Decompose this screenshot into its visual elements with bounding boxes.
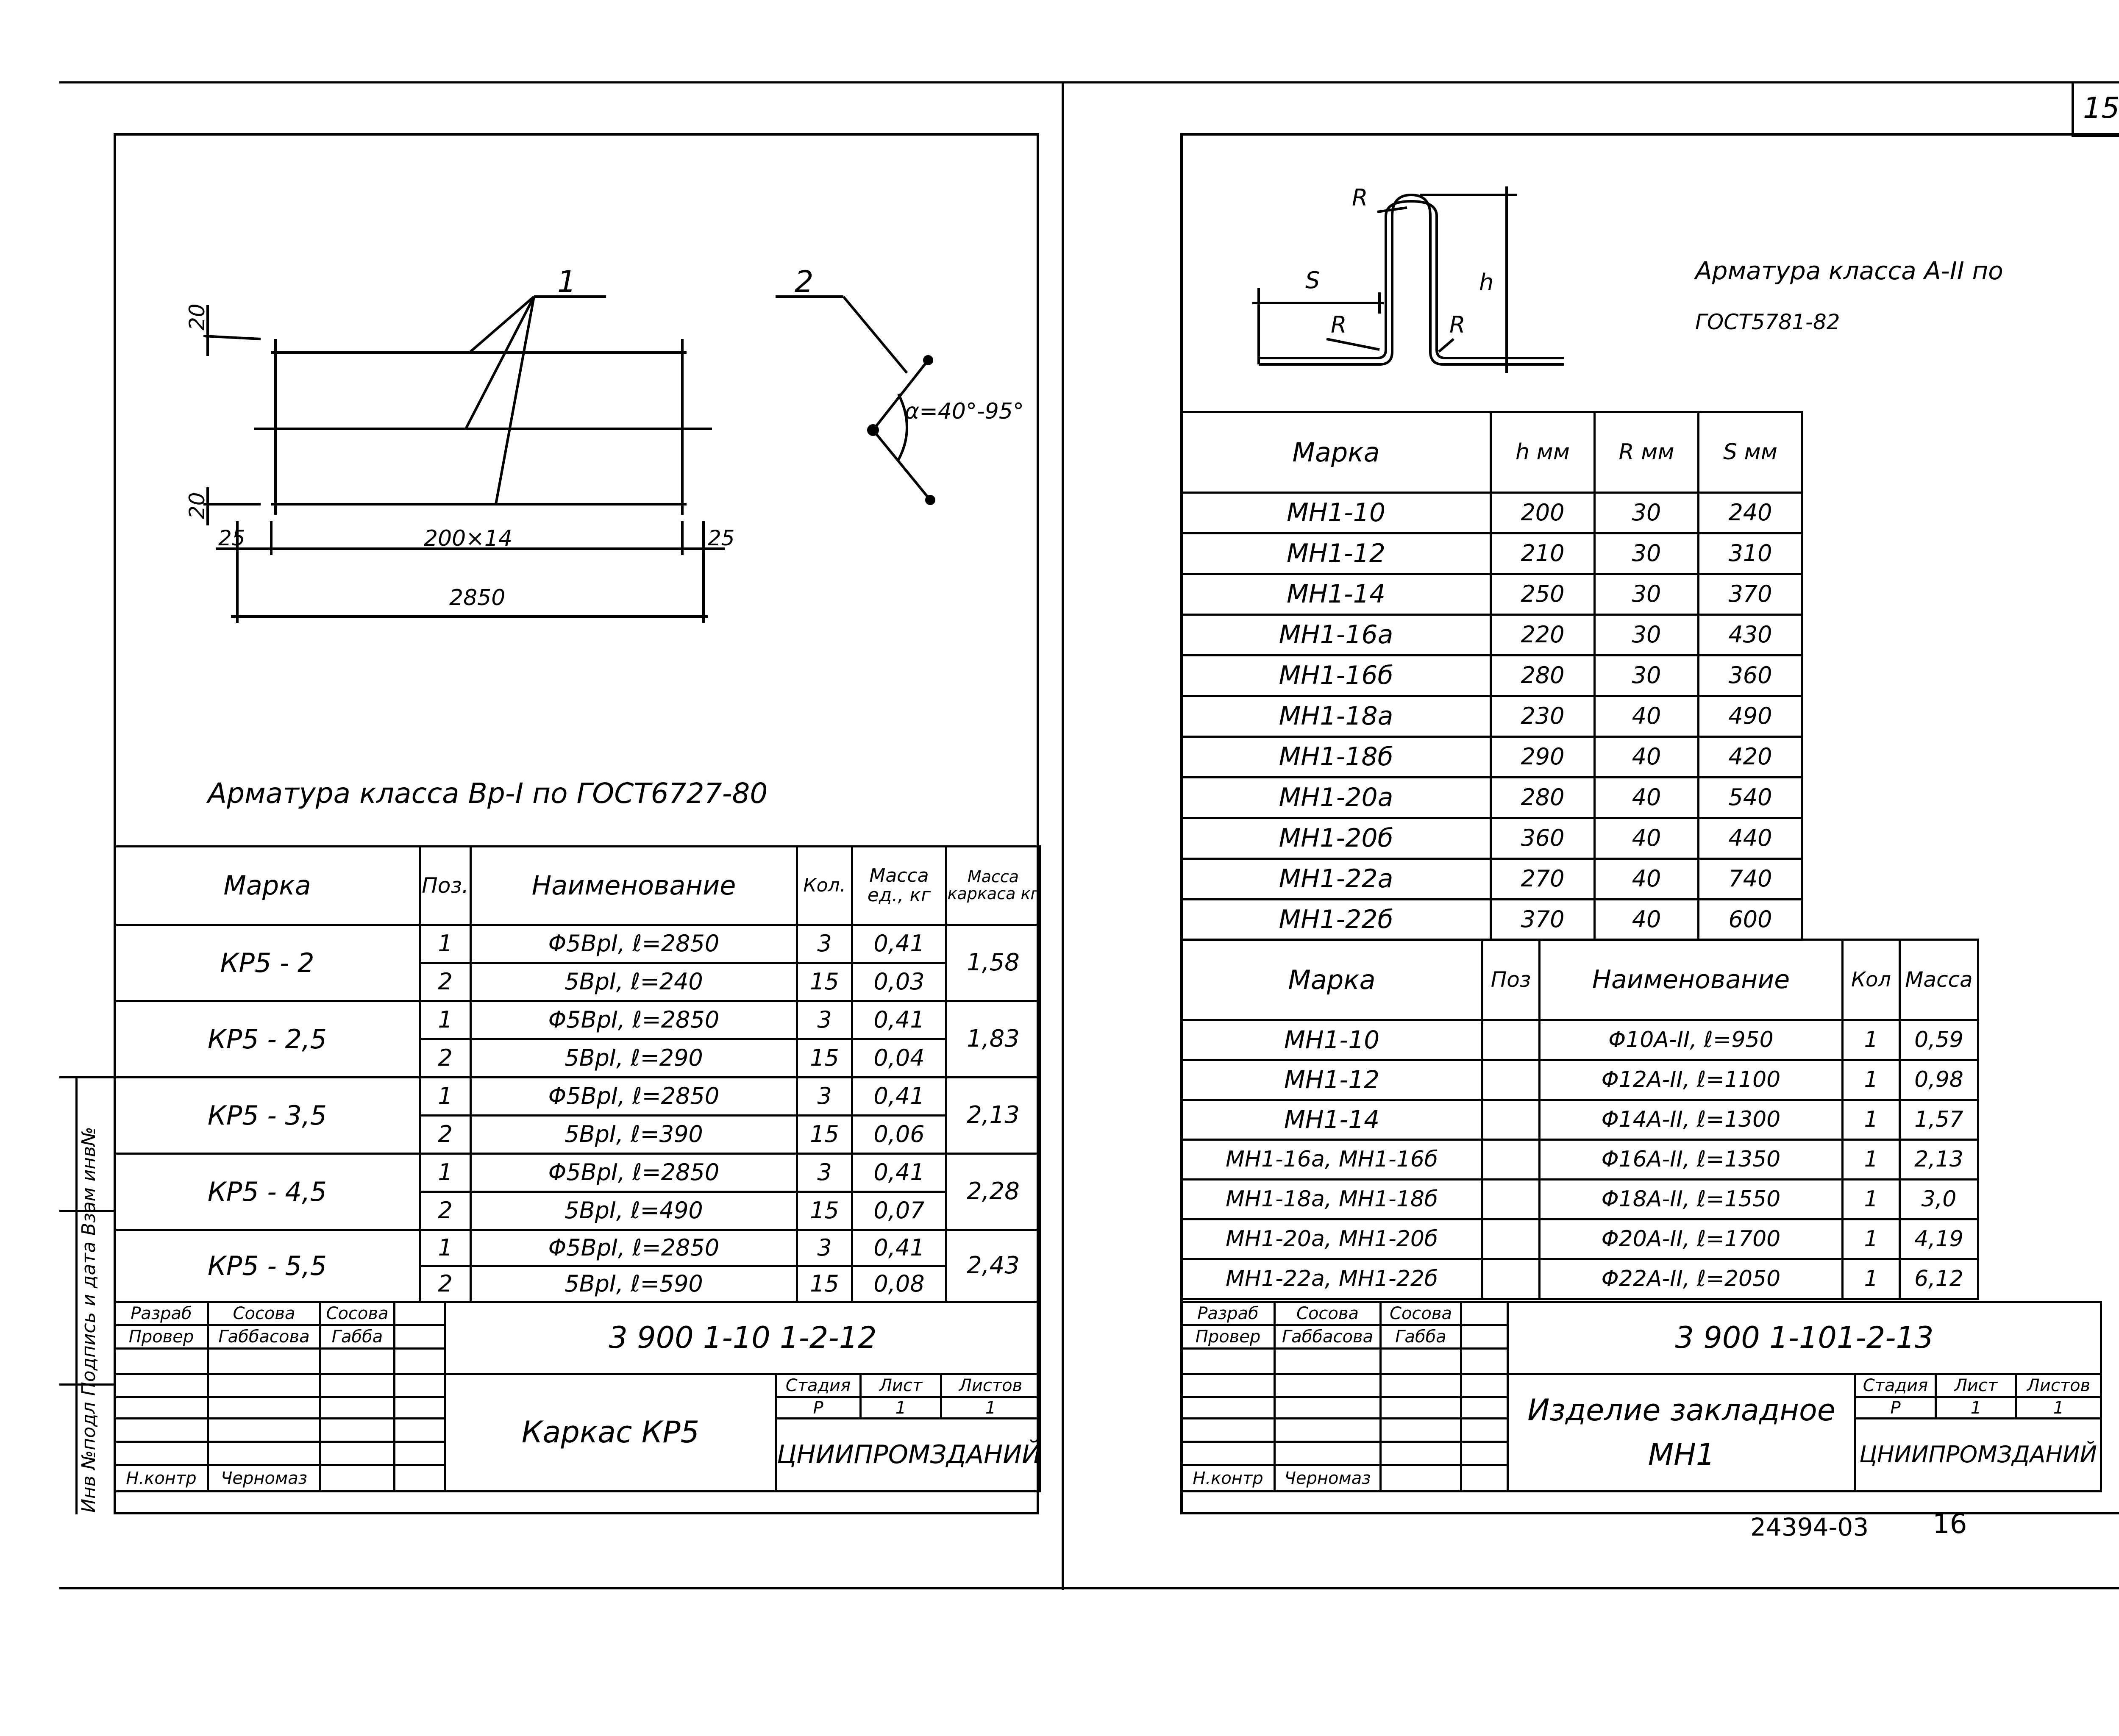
left-spec-table: Марка Поз. Наименование Кол. Масса ед., …: [114, 845, 1041, 1303]
page-number-box-left: [2072, 81, 2074, 136]
left-strip-h1: [59, 1076, 116, 1078]
angle-arc: [897, 393, 908, 461]
r-leader-top: [1377, 206, 1407, 213]
left-sheet-frame: [114, 133, 1039, 1514]
label-R-right: R: [1449, 311, 1466, 338]
table-row: КР5 - 2,5: [114, 1000, 421, 1078]
angle-label: α=40°-95°: [905, 399, 1024, 424]
lh-qty: Кол.: [796, 845, 853, 926]
r-leader-right: [1438, 338, 1454, 353]
leader-1c: [495, 296, 535, 505]
lh-total: Масса каркаса кг: [945, 845, 1041, 926]
left-doc-title: Каркас КР5: [444, 1373, 777, 1492]
left-strip-h2: [59, 1210, 116, 1212]
dim-mid: 200×14: [424, 526, 512, 551]
lh-name: Наименование: [470, 845, 798, 926]
label-S: S: [1305, 267, 1320, 294]
lh-mass: Масса ед., кг: [851, 845, 947, 926]
dim-25-right: 25: [708, 526, 735, 550]
right-note-line2: ГОСТ5781-82: [1695, 310, 1840, 334]
table-row: КР5 - 2: [114, 924, 421, 1002]
dim-total: 2850: [449, 585, 506, 611]
right-doc-title: Изделие закладное МН1: [1507, 1373, 1856, 1492]
lh-pos: Поз.: [419, 845, 472, 926]
left-note: Арматура класса Вр-I по ГОСТ6727-80: [208, 777, 768, 810]
page-number: 15: [2083, 92, 2119, 125]
leader-1a: [470, 295, 535, 353]
right-embed-drawing: [1252, 186, 1564, 373]
leader-1b: [465, 296, 535, 429]
table-row: КР5 - 4,5: [114, 1153, 421, 1231]
table-row: КР5 - 3,5: [114, 1076, 421, 1155]
bent-bar-outer: [1259, 193, 1564, 366]
right-doc-code: 3 900 1-101-2-13: [1507, 1301, 2102, 1375]
bent-bar-inner: [1259, 200, 1564, 359]
bottom-ref-page: 16: [1933, 1508, 1967, 1540]
left-vertical-label: Инв №подл Подпись и дата Взам инв№: [78, 1127, 100, 1513]
right-org: ЦНИИПРОМЗДАНИЙ: [1854, 1417, 2102, 1492]
dim-20-bottom: 20: [185, 492, 209, 519]
right-title-block: Разраб Сосова Сосова 3 900 1-101-2-13 Пр…: [1180, 1301, 2102, 1492]
lh-mark: Марка: [114, 845, 421, 926]
left-frame-drawing: [203, 295, 935, 623]
right-note-line1: Арматура класса А-II по: [1695, 256, 2003, 285]
label-R-left: R: [1331, 311, 1347, 338]
table-row: КР5 - 5,5: [114, 1229, 421, 1303]
bottom-rule: [59, 1587, 2119, 1589]
r-leader-left: [1326, 338, 1380, 351]
dim-25-left: 25: [218, 526, 245, 550]
label-h: h: [1479, 269, 1494, 296]
sheet-divider: [1062, 81, 1064, 1590]
dim-ext-top: [203, 335, 261, 340]
top-rule-left: [59, 81, 1068, 83]
left-title-block: Разраб Сосова Сосова 3 900 1-10 1-2-12 П…: [114, 1301, 1041, 1492]
left-doc-code: 3 900 1-10 1-2-12: [444, 1301, 1041, 1375]
left-strip-h3: [59, 1383, 116, 1386]
leader-2: [842, 296, 908, 374]
pos-1-label: 1: [557, 264, 576, 299]
label-R-top: R: [1352, 184, 1368, 211]
top-rule-right: [1068, 81, 2119, 83]
left-org: ЦНИИПРОМЗДАНИЙ: [775, 1417, 1041, 1492]
page-number-box-bottom: [2072, 135, 2119, 137]
pos-2-label: 2: [795, 264, 814, 299]
bottom-ref-code: 24394-03: [1750, 1513, 1869, 1542]
left-strip-vline: [75, 1076, 78, 1514]
